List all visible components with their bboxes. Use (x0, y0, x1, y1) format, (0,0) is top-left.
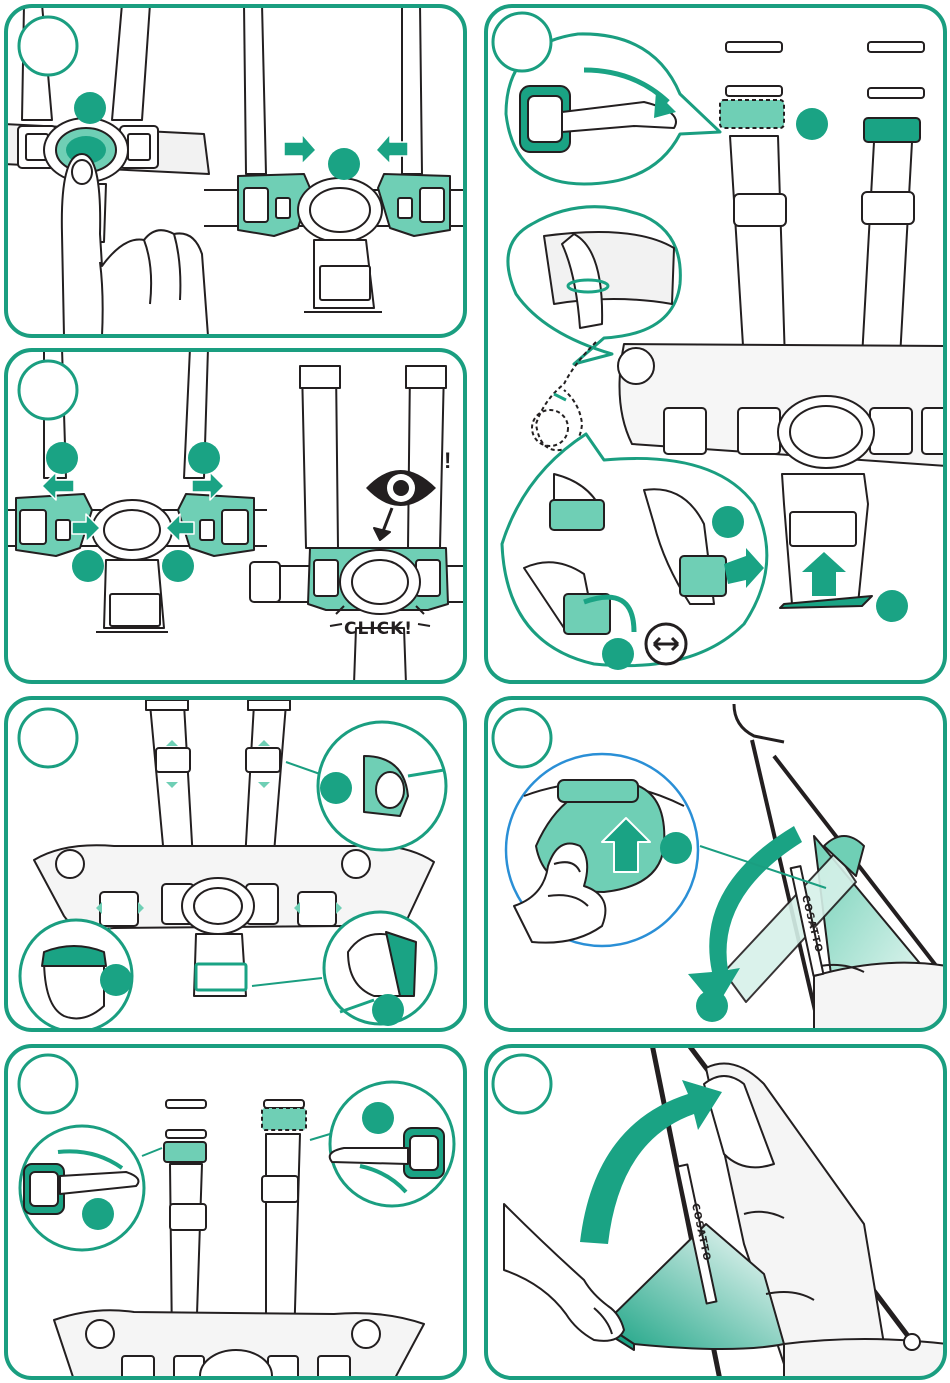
click-label: CLICK! (344, 619, 413, 639)
panel-3-harness-detail (484, 4, 947, 684)
zoom-bubble-seat (508, 207, 680, 364)
arrow-right-icon (284, 134, 316, 164)
panel-1-step-marker (19, 17, 77, 75)
panel-5-recline-seat: COSATTO (484, 696, 947, 1032)
panel-2-step-marker (19, 361, 77, 419)
panel-4-step-marker (19, 709, 77, 767)
exclamation-mark: ! (444, 448, 451, 473)
finger-press-icon (62, 154, 208, 336)
panel-4-adjust-straps (4, 696, 467, 1032)
panel-7-raise-backrest: COSATTO (484, 1044, 947, 1380)
panel-6-rethread-straps (4, 1044, 467, 1380)
panel-6-step-marker (19, 1055, 77, 1113)
panel-7-step-marker (493, 1055, 551, 1113)
rotate-icon (646, 624, 686, 664)
zoom-bubble-buckle (502, 434, 767, 670)
panel-1-release-buckle (4, 4, 467, 338)
panel-3-step-marker (493, 13, 551, 71)
panel-5-step-marker (493, 709, 551, 767)
panel-2-fasten-buckle: ! CLICK! (4, 348, 467, 684)
